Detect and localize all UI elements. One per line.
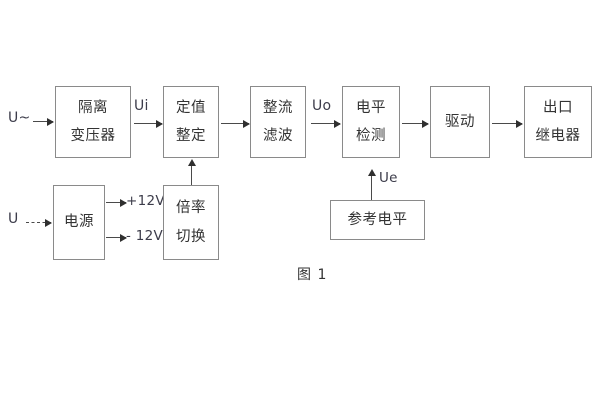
block-isolation-transformer: 隔离 变压器 [55, 86, 131, 158]
block-reference-level: 参考电平 [330, 200, 425, 240]
block-isolation-transformer-line2: 变压器 [70, 128, 116, 144]
block-drive-line1: 驱动 [445, 113, 475, 130]
block-level-detect-line1: 电平 [356, 99, 386, 116]
ue-signal-label: Ue [379, 170, 398, 186]
arrow-rectify-filter-to-level-detect [311, 119, 341, 128]
block-power-supply-line1: 电源 [64, 214, 94, 231]
block-level-detect: 电平 检测 [342, 86, 400, 158]
rail-negative-label: - 12V [126, 228, 164, 244]
block-reference-level-line1: 参考电平 [347, 211, 408, 228]
block-level-detect-line2: 检测 [356, 128, 386, 144]
rail-positive-label: +12V [126, 193, 165, 209]
block-output-relay: 出口 继电器 [524, 86, 592, 158]
block-setting-value-line2: 整定 [176, 128, 206, 144]
block-multiplier-switch: 倍率 切换 [163, 185, 219, 260]
arrow-level-detect-to-drive [402, 119, 429, 128]
block-output-relay-line2: 继电器 [535, 128, 581, 144]
arrow-drive-to-output-relay [492, 119, 523, 128]
uo-signal-label: Uo [312, 98, 332, 114]
arrow-reference-level-to-level-detect [367, 169, 376, 200]
block-rectify-filter: 整流 滤波 [250, 86, 306, 158]
arrow-ac-input-to-isolation-transformer [33, 117, 54, 126]
arrow-dc-input-to-power-supply [26, 218, 52, 227]
block-setting-value: 定值 整定 [163, 86, 219, 158]
figure-caption: 图 1 [297, 267, 328, 283]
ui-signal-label: Ui [134, 98, 149, 114]
arrow-isolation-transformer-to-setting-value [134, 119, 163, 128]
dc-input-label: U [8, 211, 19, 227]
block-rectify-filter-line2: 滤波 [263, 128, 293, 144]
ac-input-label: U~ [8, 110, 31, 126]
arrow-power-supply-negative-rail [106, 233, 127, 242]
block-rectify-filter-line1: 整流 [263, 99, 293, 116]
arrow-power-supply-positive-rail [106, 198, 127, 207]
arrow-setting-value-to-rectify-filter [221, 119, 250, 128]
block-setting-value-line1: 定值 [176, 99, 206, 116]
block-output-relay-line1: 出口 [543, 99, 573, 116]
block-drive: 驱动 [430, 86, 490, 158]
block-multiplier-switch-line2: 切换 [176, 228, 206, 245]
block-power-supply: 电源 [53, 185, 105, 260]
arrow-multiplier-switch-to-setting-value [187, 159, 196, 185]
block-multiplier-switch-line1: 倍率 [176, 200, 206, 217]
block-isolation-transformer-line1: 隔离 [78, 99, 108, 116]
